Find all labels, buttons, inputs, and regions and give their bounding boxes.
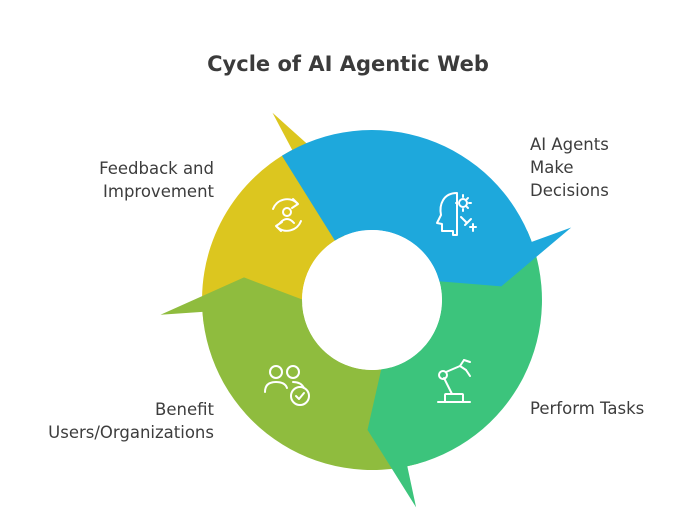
label-benefit-users-organizations: Benefit Users/Organizations <box>48 398 214 444</box>
diagram-title: Cycle of AI Agentic Web <box>207 52 489 76</box>
label-line: Make <box>530 158 574 177</box>
label-line: Benefit <box>155 400 214 419</box>
user-refresh-icon <box>272 198 302 232</box>
label-ai-agents-make-decisions: AI Agents Make Decisions <box>530 133 609 202</box>
label-feedback-improvement: Feedback and Improvement <box>99 157 214 203</box>
cycle-center-hole <box>302 230 442 370</box>
cycle-arrow-decisions <box>281 129 572 287</box>
label-perform-tasks: Perform Tasks <box>530 397 644 420</box>
label-line: Decisions <box>530 181 609 200</box>
users-check-icon <box>264 365 310 406</box>
cycle-arrows <box>160 112 572 508</box>
robot-arm-icon <box>437 359 471 403</box>
brain-gear-icon <box>436 192 477 236</box>
label-line: Feedback and <box>99 159 214 178</box>
label-line: Improvement <box>103 182 214 201</box>
label-line: Users/Organizations <box>48 423 214 442</box>
label-line: AI Agents <box>530 135 609 154</box>
cycle-icons <box>264 192 477 406</box>
cycle-arrow-benefit <box>160 277 419 471</box>
label-line: Perform Tasks <box>530 399 645 418</box>
